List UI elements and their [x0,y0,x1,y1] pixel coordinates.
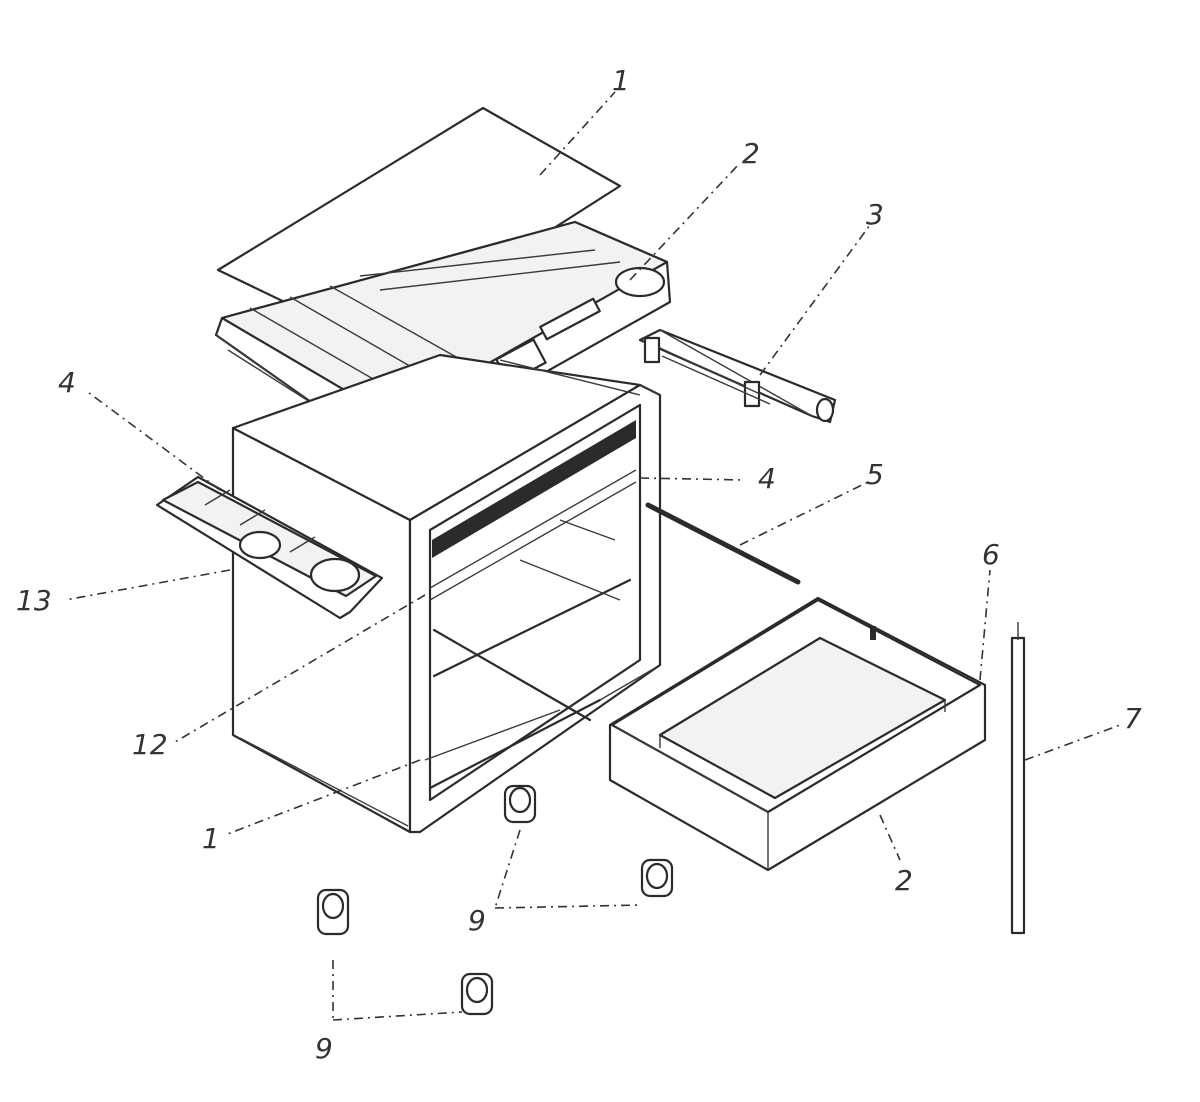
callout-1-cabinet: 1 [202,822,220,855]
callout-4-left-tray: 4 [58,366,76,399]
side-handle [638,328,837,424]
callout-3-handle: 3 [866,198,884,231]
caster-left-front [460,972,494,1016]
callout-1-top: 1 [612,64,630,97]
left-side-tray [155,475,384,620]
caster-left-back [316,888,350,936]
top-tray [214,220,672,459]
drawer [608,596,987,872]
leader-lines [64,91,1121,1021]
caster-right-front [640,858,674,898]
callout-2-tray: 2 [742,137,760,170]
callout-9-casters-left: 9 [315,1032,333,1065]
callout-5-slide: 5 [866,458,884,491]
callout-12-divider: 12 [132,728,168,761]
cabinet-body [231,353,662,834]
callout-2-drawer: 2 [895,864,913,897]
callout-7-rod: 7 [1124,702,1142,735]
callout-6-drawer-end: 6 [982,538,1000,571]
caster-right-back [503,784,537,824]
drawer-slide [645,502,801,585]
callout-9-casters-right: 9 [468,904,486,937]
callout-13-left: 13 [16,584,52,617]
locking-rod [1010,622,1026,935]
callout-4-rail: 4 [758,462,776,495]
